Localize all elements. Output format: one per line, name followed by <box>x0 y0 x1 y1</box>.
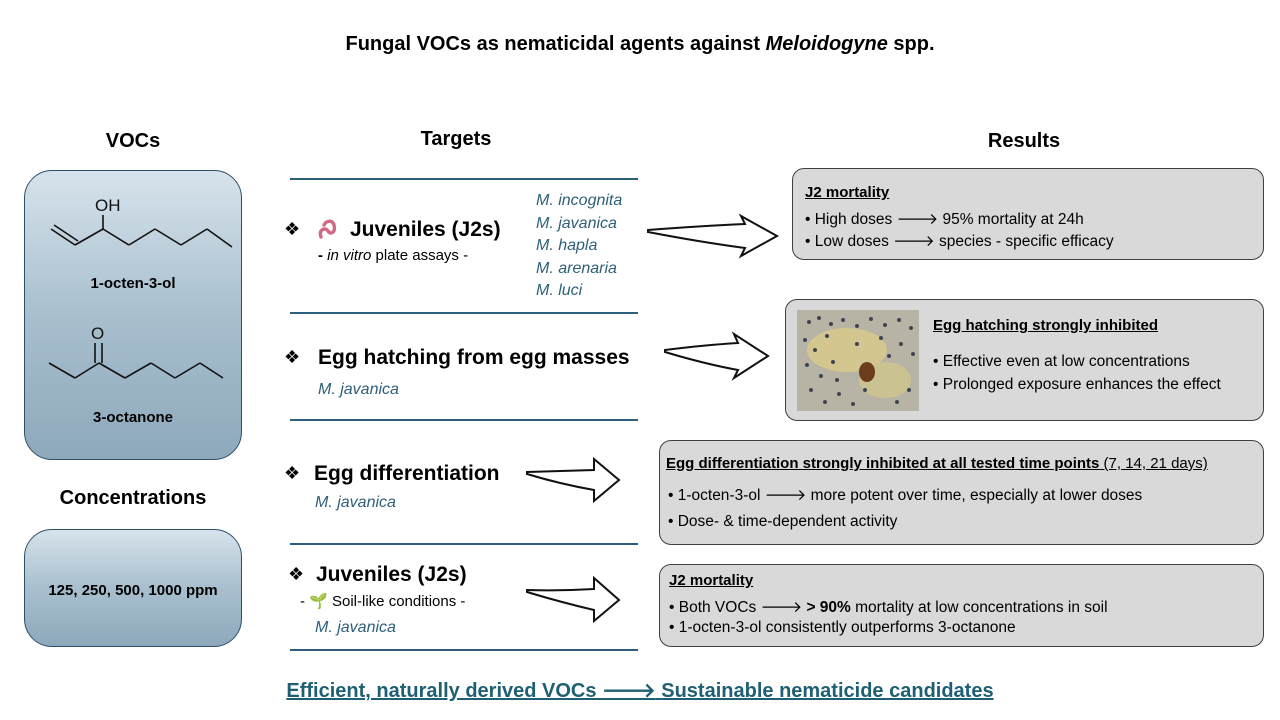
species-list: M. incognita M. javanica M. hapla M. are… <box>536 190 622 303</box>
title-genus: Meloidogyne <box>765 33 888 55</box>
divider <box>290 419 638 421</box>
result-heading: Egg hatching strongly inhibited <box>933 317 1158 334</box>
conclusion-footer: Efficient, naturally derived VOCs 🡒 Sust… <box>0 678 1280 703</box>
line-post: mortality at low concentrations in soil <box>850 599 1108 616</box>
footer-right: Sustainable nematicide candidates <box>661 680 994 702</box>
footer-left: Efficient, naturally derived VOCs <box>286 680 597 702</box>
sub-italic: in vitro <box>327 247 372 264</box>
results-header: Results <box>987 130 1061 152</box>
octanone-structure: O <box>48 324 224 379</box>
title-suffix: spp. <box>887 33 935 55</box>
diamond-bullet-icon: ❖ <box>284 219 301 239</box>
result-line: • Low doses 🡒 species - specific efficac… <box>805 233 1114 250</box>
vocs-panel: OH 1-octen-3-ol O 3-octanone <box>24 170 242 460</box>
sub-prefix: - <box>318 247 328 264</box>
species-item: M. incognita <box>536 192 623 209</box>
concentrations-values: 125, 250, 500, 1000 ppm <box>48 582 218 599</box>
divider <box>290 543 638 545</box>
egg-mass-photo <box>797 310 919 411</box>
result-box-j2-mortality: J2 mortality • High doses 🡒 95% mortalit… <box>792 168 1264 260</box>
result-line: • 1-octen-3-ol consistently outperforms … <box>669 619 1016 636</box>
result-line: • Both VOCs 🡒 > 90% mortality at low con… <box>669 597 1108 617</box>
species-item: M. javanica <box>315 494 396 511</box>
arrow-icon <box>526 456 621 504</box>
line-pre: • Both VOCs 🡒 <box>669 599 807 616</box>
footer-arrow-icon: 🡒 <box>602 680 656 702</box>
octenol-structure: OH <box>50 196 233 248</box>
species-item: M. javanica <box>318 381 399 398</box>
target-title: Juveniles (J2s) <box>316 563 467 586</box>
figure-title: Fungal VOCs as nematicidal agents agains… <box>0 33 1280 56</box>
result-box-soil-mortality: J2 mortality • Both VOCs 🡒 > 90% mortali… <box>659 564 1264 647</box>
result-line: • 1-octen-3-ol 🡒 more potent over time, … <box>668 487 1143 504</box>
line-bold: > 90% <box>806 599 851 616</box>
arrow-icon <box>664 331 770 381</box>
compound1-label: 1-octen-3-ol <box>90 275 176 292</box>
target-subtitle: - in vitro plate assays - <box>318 247 468 264</box>
carbonyl-label: O <box>91 324 104 343</box>
species-item: M. javanica <box>536 214 617 232</box>
species-item: M. javanica <box>315 619 396 636</box>
nematode-icon <box>318 219 337 239</box>
result-line: • High doses 🡒 95% mortality at 24h <box>805 211 1084 228</box>
result-line: • Effective even at low concentrations <box>933 353 1190 370</box>
result-line: • Prolonged exposure enhances the effect <box>933 376 1221 393</box>
sub-suffix: plate assays - <box>371 247 469 264</box>
target-subtitle: - 🌱 Soil-like conditions - <box>300 593 466 610</box>
compound2-label: 3-octanone <box>92 409 173 426</box>
species-item: M. arenaria <box>536 259 617 277</box>
species-item: M. luci <box>536 282 583 299</box>
target-title: Juveniles (J2s) <box>350 218 501 241</box>
target-title: Egg differentiation <box>314 462 500 485</box>
result-line: • Dose- & time-dependent activity <box>668 513 898 530</box>
species-item: M. hapla <box>536 237 598 254</box>
diamond-bullet-icon: ❖ <box>284 463 301 483</box>
target-title: Egg hatching from egg masses <box>318 346 630 369</box>
targets-header: Targets <box>420 128 492 150</box>
arrow-icon <box>647 213 780 259</box>
vocs-header: VOCs <box>105 130 161 152</box>
divider <box>290 649 638 651</box>
hydroxyl-label: OH <box>95 196 121 215</box>
divider <box>290 312 638 314</box>
concentrations-panel: 125, 250, 500, 1000 ppm <box>24 529 242 647</box>
result-heading-row: Egg differentiation strongly inhibited a… <box>666 455 1208 472</box>
result-heading: J2 mortality <box>805 184 890 201</box>
title-prefix: Fungal VOCs as nematicidal agents agains… <box>345 33 766 55</box>
result-heading-suffix: (7, 14, 21 days) <box>1099 455 1208 472</box>
divider <box>290 178 638 180</box>
result-heading: J2 mortality <box>669 572 754 589</box>
diamond-bullet-icon: ❖ <box>284 347 301 367</box>
diamond-bullet-icon: ❖ <box>288 564 305 584</box>
arrow-icon <box>526 575 621 624</box>
result-heading: Egg differentiation strongly inhibited a… <box>666 455 1100 472</box>
result-box-egg-differentiation: Egg differentiation strongly inhibited a… <box>659 440 1264 545</box>
result-box-egg-hatching: Egg hatching strongly inhibited • Effect… <box>785 299 1264 421</box>
concentrations-header: Concentrations <box>59 487 207 509</box>
